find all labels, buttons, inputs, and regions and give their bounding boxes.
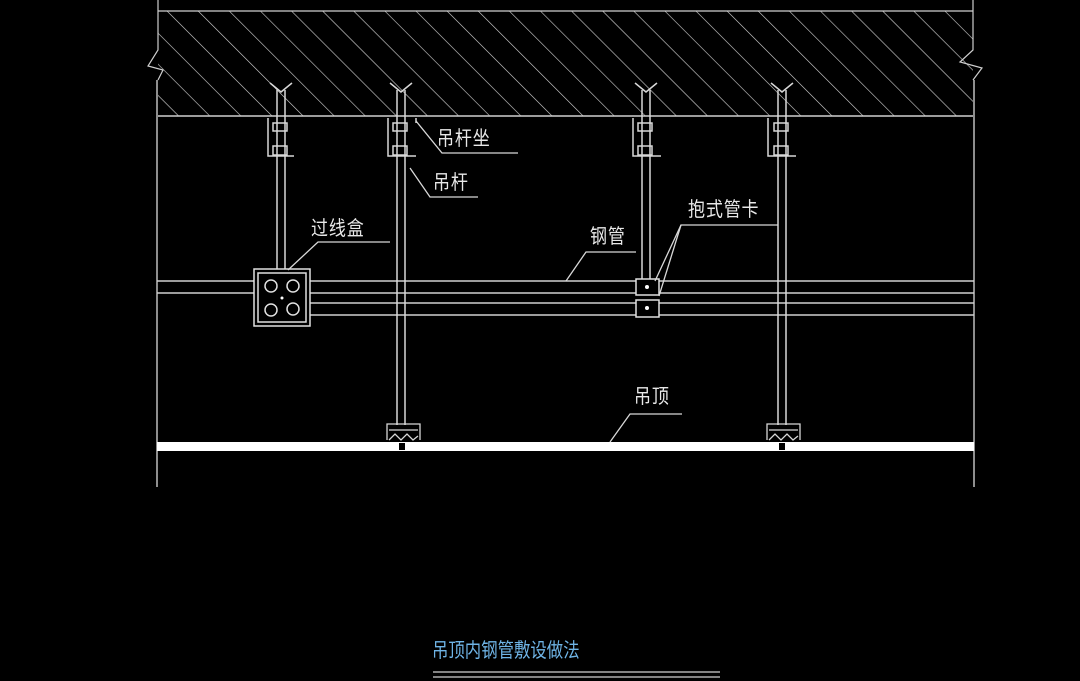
hanger-rod-3 bbox=[632, 82, 661, 280]
pipe-clamps bbox=[635, 278, 660, 318]
concrete-slab bbox=[147, 0, 984, 117]
hanger-rod-4 bbox=[767, 82, 796, 425]
label-junction-box: 过线盒 bbox=[311, 216, 365, 240]
hanger-rod-1 bbox=[267, 82, 294, 270]
title-underline bbox=[433, 671, 720, 678]
label-steel-pipe: 钢管 bbox=[590, 224, 626, 248]
junction-box bbox=[253, 268, 311, 327]
label-hanger-rod: 吊杆 bbox=[433, 170, 469, 194]
drawing-title: 吊顶内钢管敷设做法 bbox=[432, 638, 580, 662]
label-pipe-clamp: 抱式管卡 bbox=[688, 197, 760, 221]
leader-lines bbox=[287, 120, 778, 443]
label-hanger-seat: 吊杆坐 bbox=[437, 126, 491, 150]
suspended-ceiling bbox=[157, 423, 974, 451]
hanger-rod-2 bbox=[387, 82, 417, 425]
hanger-rods bbox=[267, 82, 796, 425]
label-ceiling: 吊顶 bbox=[634, 384, 670, 408]
